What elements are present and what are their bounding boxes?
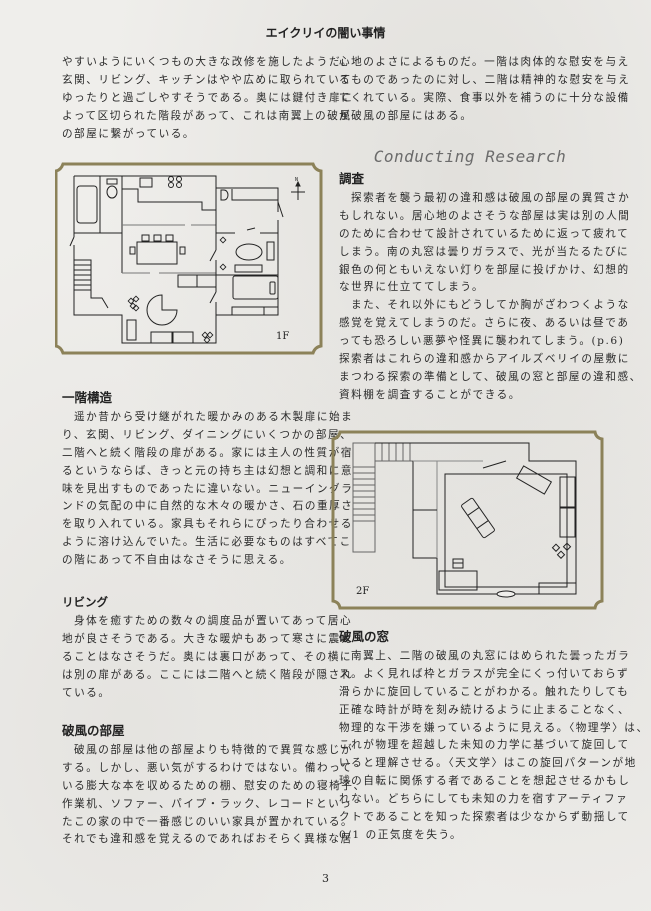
text-line: 探索者を襲う最初の違和感は破風の部屋の異質さか xyxy=(351,192,631,204)
floor-plan-1f: N 1F xyxy=(55,162,323,355)
section-gable-room: 破風の部屋 破風の部屋は他の部屋よりも特徴的で異質な感じがする。しかし、悪い気が… xyxy=(62,720,366,849)
heading-living: リビング xyxy=(62,595,108,609)
frame-border xyxy=(331,430,604,610)
heading-investigation: 調査 xyxy=(339,171,365,186)
dining-table xyxy=(136,241,178,265)
text-line: 玄関、リビング、キッチンはやや広めに取られていて xyxy=(62,73,353,86)
text-line: ように溶け込んでいた。生活に必要なものはすべてこ xyxy=(62,536,352,549)
text-line: 物理的な干渉を嫌っているように見える。〈物理学〉は、 xyxy=(339,721,649,734)
text-line: 二階へと続く階段の扉がある。家には主人の性質が宿 xyxy=(62,446,353,459)
compass-icon xyxy=(291,180,305,200)
round-table xyxy=(146,294,178,326)
stairs xyxy=(352,442,413,553)
section-banner: Conducting Research xyxy=(373,147,567,166)
text-line: ス。よく見れば枠とガラスが完全にくっ付いておらず xyxy=(339,667,630,680)
text-line: 0/1 の正気度を失う。 xyxy=(339,828,463,841)
text-line: する。しかし、悪い気がするわけではない。備わって xyxy=(62,761,353,774)
desk xyxy=(438,570,478,591)
floor-label-1f: 1F xyxy=(276,331,289,342)
text-line: 破風の部屋は他の部屋よりも特徴的で異質な感じが xyxy=(74,744,354,756)
text-line: いる膨大な本を収めるための棚、慰安のための寝椅子、 xyxy=(62,779,366,792)
text-line: 作業机、ソファー、パイプ・ラック、レコードといっ xyxy=(62,797,353,810)
text-line: の部屋に繋がっている。 xyxy=(62,127,196,140)
text-line: は別の扉がある。ここには二階へと続く階段が隠され xyxy=(62,668,353,681)
text-line: れない。どちらにしても未知の力を宿すアーティファ xyxy=(339,793,629,806)
text-line: ている。 xyxy=(62,686,111,699)
floor-plan-2f: 2F xyxy=(331,430,604,610)
stairs xyxy=(74,259,109,309)
text-line: 銀色の何ともいえない灯りを部屋に投げかけ、幻想的 xyxy=(339,263,630,276)
text-line: り、玄関、リビング、ダイニングにいくつかの部屋、 xyxy=(62,428,353,441)
frame-border xyxy=(55,162,323,355)
text-line: 南翼上、二階の破風の丸窓にはめられた曇ったガラ xyxy=(351,650,631,662)
sofa xyxy=(515,465,553,495)
floor-label-2f: 2F xyxy=(356,586,369,597)
section-investigation: Conducting Research 調査 探索者を襲う最初の違和感は破風の部… xyxy=(339,146,642,405)
compass-label: N xyxy=(295,177,298,183)
text-line: 身体を癒すための数々の調度品が置いてあって居心 xyxy=(74,615,353,627)
bed xyxy=(232,275,279,300)
chairs xyxy=(127,236,227,344)
text-line: 感覚を覚えてしまうのだ。さらに夜、あるいは昼であ xyxy=(339,317,630,330)
text-line: が破風の部屋にはある。 xyxy=(339,109,473,122)
text-line: 探索者はこれらの違和感からアイルズベリイの屋敷に xyxy=(339,353,630,366)
text-line: 遥か昔から受け継がれた暖かみのある木製扉に始ま xyxy=(74,411,354,423)
text-line: 地が良さそうである。大きな暖炉もあって寒さに震え xyxy=(62,632,353,645)
text-line: クトであることを知った探索者は少なからず動揺して xyxy=(339,811,630,824)
right-intro: 心地のよさによるものだ。一階は肉体的な慰安を与えるものであったのに対し、二階は精… xyxy=(339,54,631,126)
text-line: いると理解させる。〈天文学〉はこの旋回パターンが地 xyxy=(339,757,637,770)
text-line: 球の自転に関係する者であることを想起させるかもし xyxy=(339,775,631,788)
text-line: ンドの気配の中に自然的な木々の暖かさ、石の重厚さ xyxy=(62,500,354,513)
text-line: るというならば、きっと元の持ち主は幻想と調和に意 xyxy=(62,464,354,477)
text-line: ゆったりと過ごしやすそうである。奥には鍵付き扉に xyxy=(62,91,354,104)
heading-first-floor: 一階構造 xyxy=(62,390,113,405)
running-title: エイクリイの闇い事情 xyxy=(265,26,386,40)
text-line: 滑らかに旋回していることがわかる。触れたりしても xyxy=(339,685,630,698)
text-line: また、それ以外にもどうしてか胸がざわつくような xyxy=(351,299,630,312)
page-number: 3 xyxy=(322,872,329,885)
text-line: 味を見出すものであったに違いない。ニューイングラ xyxy=(62,482,354,495)
text-line: な世界に仕立ててしまう。 xyxy=(339,281,485,294)
text-line: よって区切られた階段があって、これは南翼上の破風 xyxy=(62,109,352,122)
left-intro: やすいようにいくつもの大きな改修を施したようだ。玄関、リビング、キッチンはやや広… xyxy=(62,54,354,143)
round-window xyxy=(496,590,516,598)
text-line: っても恐ろしい悪夢や怪異に襲われてしまう。(p.6) xyxy=(339,335,625,348)
text-line: を取り入れている。家具もそれらにぴったり合わせる xyxy=(62,518,353,531)
text-line: まつわる探索の準備として、破風の窓と部屋の違和感、 xyxy=(339,370,642,383)
text-line: やすいようにいくつもの大きな改修を施したようだ。 xyxy=(62,56,353,68)
chaise-lounge xyxy=(461,497,495,539)
text-line: これが物理を超越した未知の力学に基づいて旋回して xyxy=(339,739,630,752)
text-line: 正確な時計が時を刻み続けるように止まることなく、 xyxy=(339,703,631,716)
text-line: てくれている。実際、食事以外を補うのに十分な設備 xyxy=(339,91,630,104)
text-line: の階にあって不自由はなさそうに思える。 xyxy=(62,554,292,567)
text-line: しまう。南の丸窓は曇りガラスで、光が当たるたびに xyxy=(339,245,630,258)
text-line: たこの家の中で一番感じのいい家具が置かれている。 xyxy=(62,815,354,828)
section-living: リビング 身体を癒すための数々の調度品が置いてあって居心地が良さそうである。大き… xyxy=(62,591,353,702)
text-line: のために合わせて設計されているために返って疲れて xyxy=(339,227,630,240)
section-gable-window: 破風の窓 南翼上、二階の破風の丸窓にはめられた曇ったガラス。よく見れば枠とガラス… xyxy=(339,626,649,845)
text-line: 資料棚を調査することができる。 xyxy=(339,388,521,401)
heading-gable-room: 破風の部屋 xyxy=(62,723,125,738)
heading-gable-window: 破風の窓 xyxy=(339,629,390,644)
text-line: それでも違和感を覚えるのであればおそらく異様な居 xyxy=(62,833,353,846)
text-line: るものであったのに対し、二階は精神的な慰安を与え xyxy=(339,73,631,86)
text-line: ることはなさそうだ。奥には裏口があって、その横に xyxy=(62,650,353,663)
section-first-floor: 一階構造 遥か昔から受け継がれた暖かみのある木製扉に始まり、玄関、リビング、ダイ… xyxy=(62,387,354,570)
text-line: もしれない。居心地のよさそうな部屋は実は別の人間 xyxy=(339,209,631,222)
text-line: 心地のよさによるものだ。一階は肉体的な慰安を与え xyxy=(339,56,630,68)
